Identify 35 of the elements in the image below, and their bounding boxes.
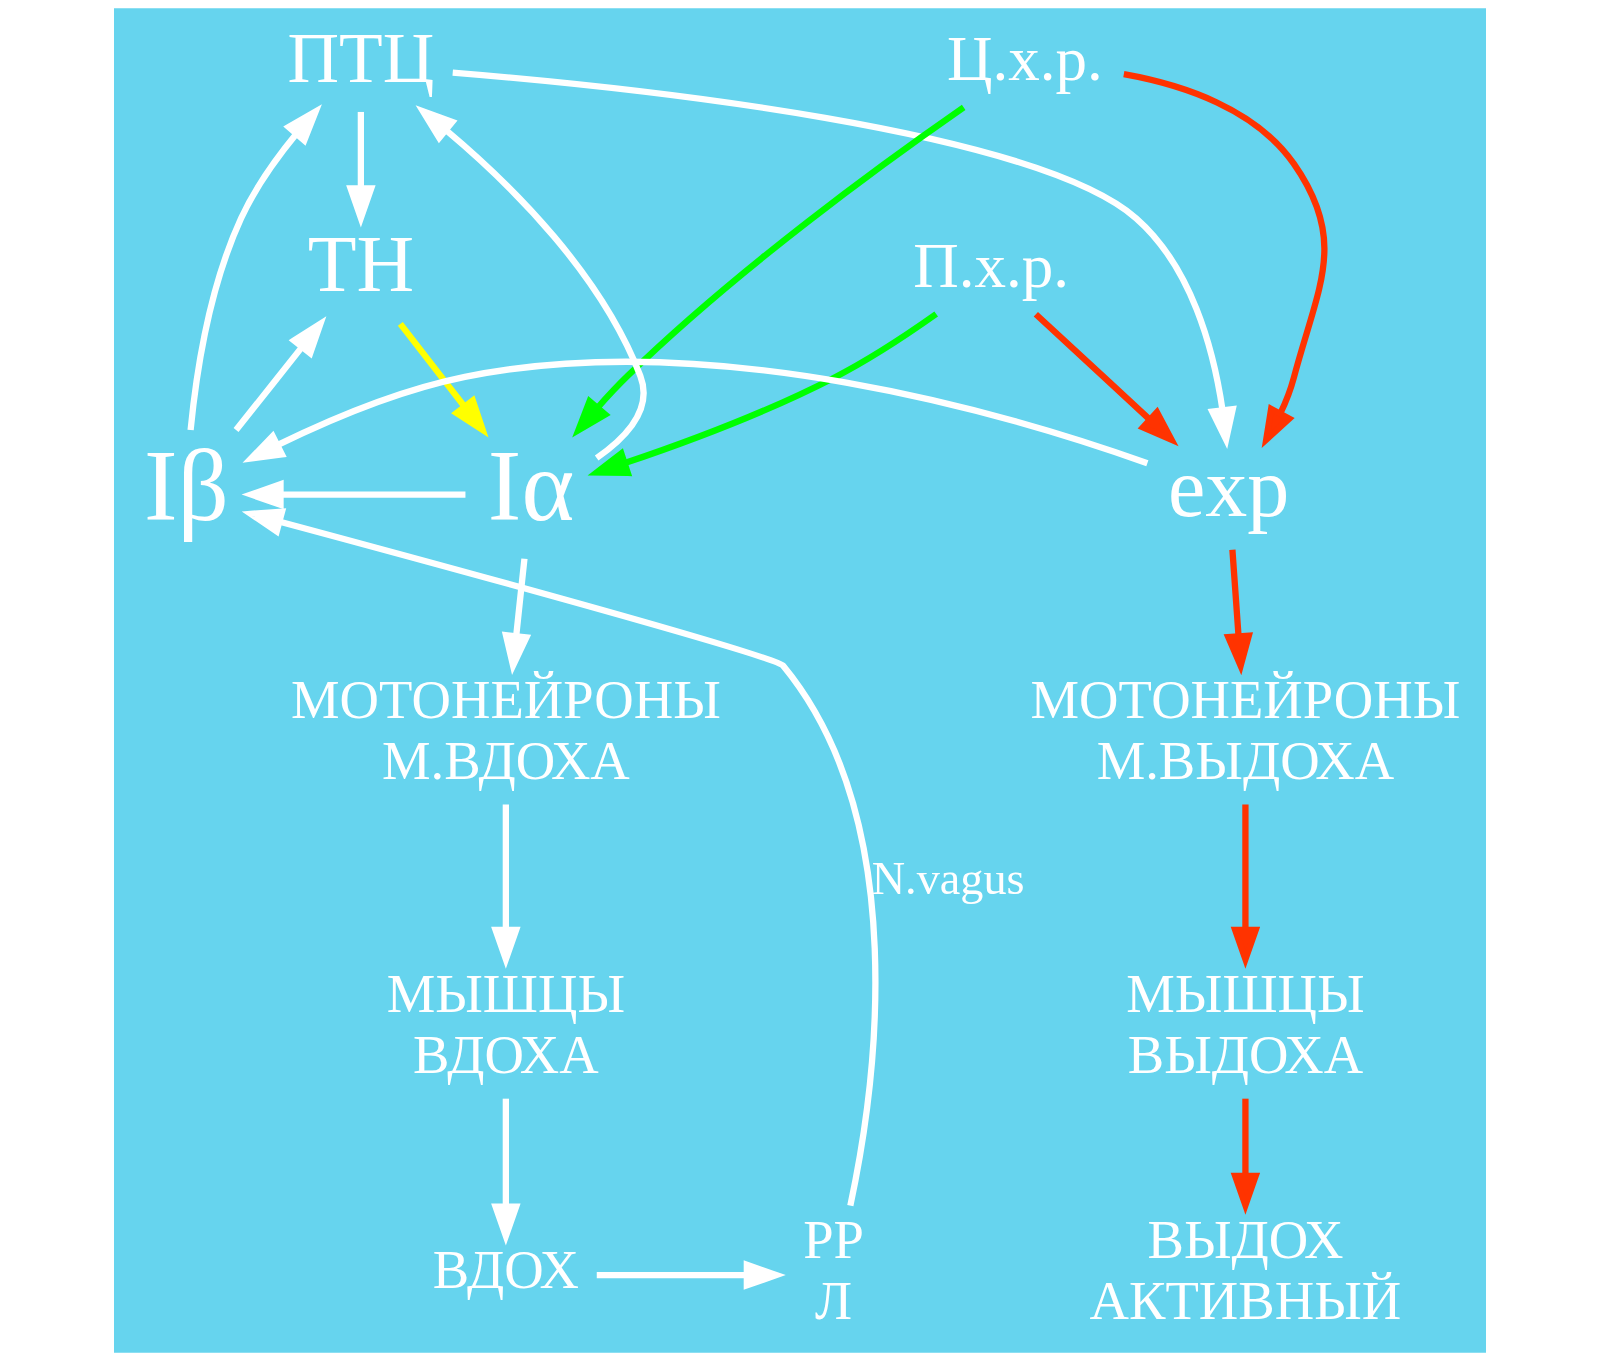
edge-label: N.vagus	[871, 852, 1025, 904]
node-text: ПТЦ	[287, 18, 435, 98]
arrow	[397, 321, 489, 438]
node-text: П.х.р.	[913, 230, 1070, 301]
arrow	[1230, 804, 1261, 969]
node-text: РР Л	[803, 1208, 864, 1331]
arrow	[241, 508, 879, 1207]
arrow	[572, 104, 966, 438]
arrow	[501, 558, 532, 675]
node-text: Iβ	[144, 429, 229, 542]
node-text: ВЫДОХ АКТИВНЫЙ	[1089, 1208, 1402, 1331]
arrow	[1230, 1098, 1261, 1215]
arrow	[1223, 549, 1254, 676]
arrow	[241, 479, 466, 510]
arrow	[233, 316, 327, 432]
arrow	[596, 1260, 786, 1290]
node-text: Ц.х.р.	[946, 23, 1103, 94]
arrow	[491, 804, 521, 969]
arrow	[491, 1098, 521, 1246]
arrow	[415, 105, 647, 461]
node-text: exp	[1167, 440, 1290, 534]
node-text: ТН	[307, 219, 415, 308]
arrow	[1033, 311, 1179, 447]
arrow	[452, 69, 1237, 449]
node-text: МЫШЦЫ ВЫДОХА	[1126, 963, 1365, 1085]
node-text: МОТОНЕЙРОНЫ М.ВЫДОХА	[1030, 668, 1461, 791]
node-text: МЫШЦЫ ВДОХА	[386, 963, 626, 1085]
arrow	[242, 359, 1149, 467]
arrow	[587, 311, 938, 477]
node-text: Iα	[487, 429, 575, 542]
node-text: ВДОХ	[432, 1239, 579, 1301]
arrow	[346, 111, 376, 228]
arrow	[1123, 71, 1328, 448]
arrow	[187, 104, 322, 431]
node-text: МОТОНЕЙРОНЫ М.ВДОХА	[290, 668, 721, 791]
